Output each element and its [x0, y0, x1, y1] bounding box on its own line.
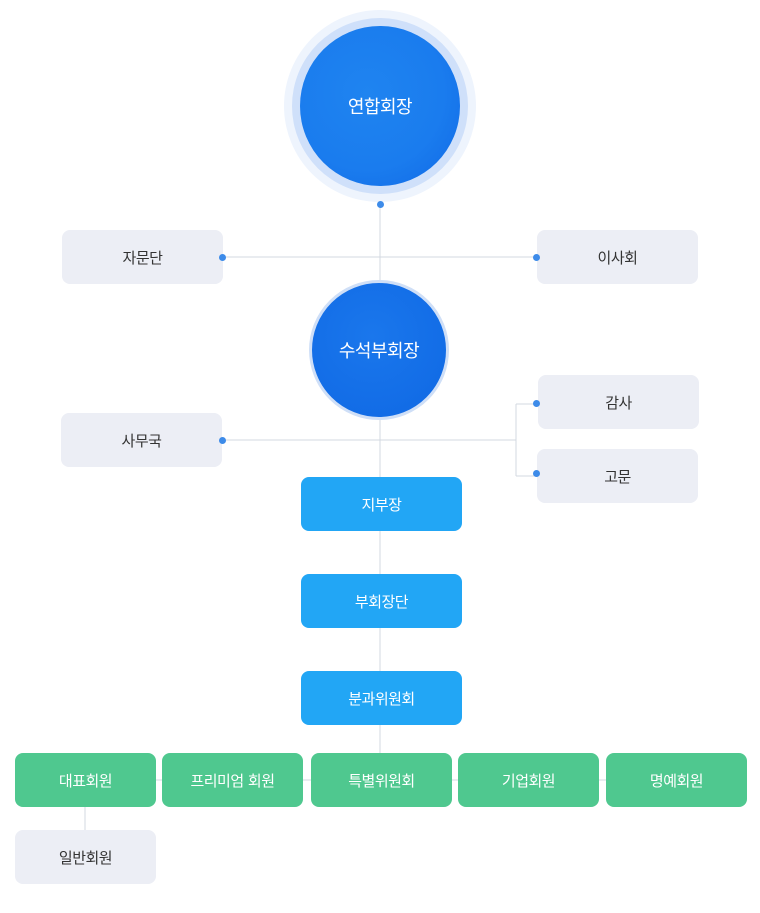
connector-dot	[377, 201, 384, 208]
subcommittee-label: 분과위원회	[348, 689, 415, 708]
general-member-node[interactable]: 일반회원	[15, 830, 156, 884]
advisor-node[interactable]: 고문	[537, 449, 698, 503]
senior-vice-label: 수석부회장	[338, 341, 420, 362]
chairman-label: 연합회장	[347, 97, 413, 118]
member-label: 프리미엄 회원	[190, 771, 275, 790]
connector-dot	[219, 437, 226, 444]
member-label: 특별위원회	[348, 771, 415, 790]
advisory-group-label: 자문단	[122, 248, 163, 267]
board-label: 이사회	[597, 248, 638, 267]
branch-head-node[interactable]: 지부장	[301, 477, 462, 531]
secretariat-label: 사무국	[121, 431, 162, 450]
general-member-label: 일반회원	[58, 848, 113, 867]
connector-dot	[533, 400, 540, 407]
vice-presidents-label: 부회장단	[354, 592, 409, 611]
board-node[interactable]: 이사회	[537, 230, 698, 284]
member-node-premium[interactable]: 프리미엄 회원	[162, 753, 303, 807]
subcommittee-node[interactable]: 분과위원회	[301, 671, 462, 725]
member-label: 기업회원	[501, 771, 556, 790]
connector-dot	[219, 254, 226, 261]
secretariat-node[interactable]: 사무국	[61, 413, 222, 467]
member-label: 대표회원	[58, 771, 113, 790]
audit-node[interactable]: 감사	[538, 375, 699, 429]
vice-presidents-node[interactable]: 부회장단	[301, 574, 462, 628]
member-node-honorary[interactable]: 명예회원	[606, 753, 747, 807]
connector-dot	[533, 254, 540, 261]
audit-label: 감사	[605, 393, 632, 412]
senior-vice-node[interactable]: 수석부회장	[309, 280, 449, 420]
member-label: 명예회원	[649, 771, 704, 790]
advisory-group-node[interactable]: 자문단	[62, 230, 223, 284]
member-node-representative[interactable]: 대표회원	[15, 753, 156, 807]
advisor-label: 고문	[604, 467, 631, 486]
branch-head-label: 지부장	[361, 495, 402, 514]
chairman-node[interactable]: 연합회장	[300, 26, 460, 186]
connector-dot	[533, 470, 540, 477]
member-node-corporate[interactable]: 기업회원	[458, 753, 599, 807]
member-node-special-committee[interactable]: 특별위원회	[311, 753, 452, 807]
